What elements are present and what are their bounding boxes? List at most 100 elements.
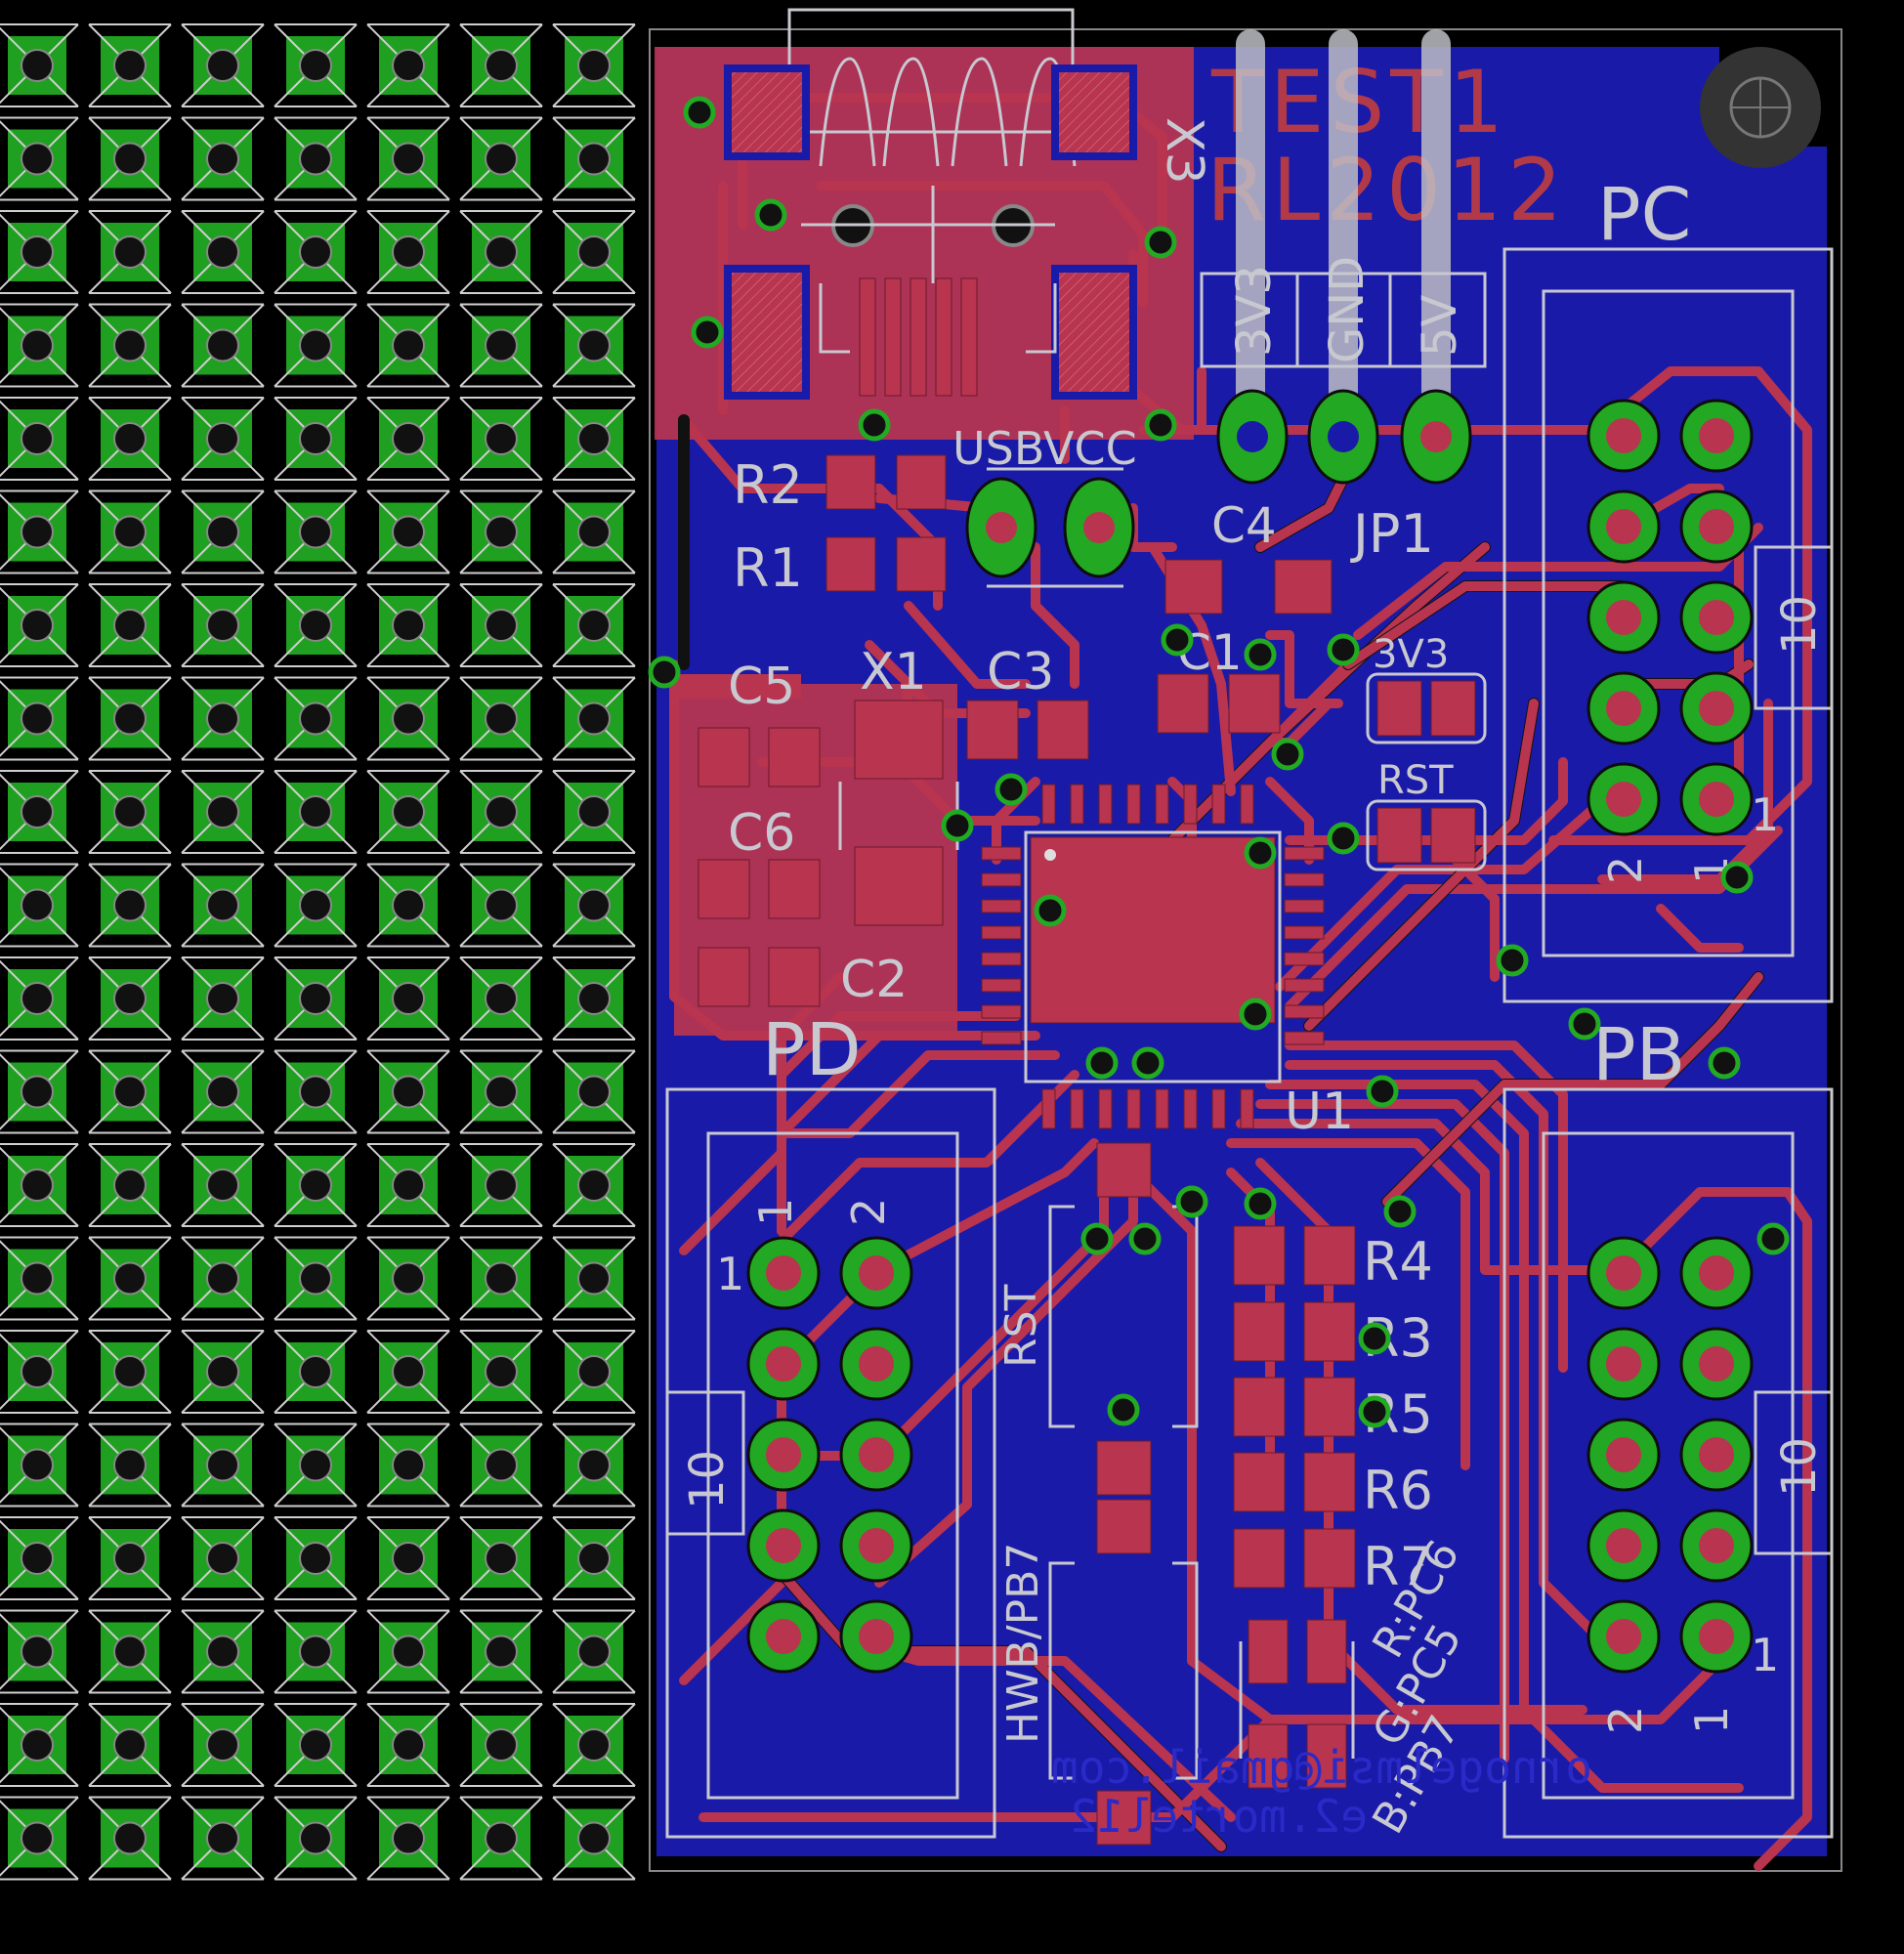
proto-pad [366, 1143, 450, 1227]
mcu-pin [1284, 1031, 1325, 1045]
mcu-pin [1284, 978, 1325, 993]
proto-pad [181, 1049, 265, 1134]
proto-pad [181, 1143, 265, 1227]
board-outline [649, 28, 1842, 1872]
proto-pad [88, 1796, 172, 1881]
solder-jumpers [1366, 672, 1487, 871]
proto-pad [0, 676, 79, 761]
proto-pad [274, 1423, 358, 1508]
header-pin [746, 1327, 821, 1401]
mcu-pin [981, 846, 1022, 861]
proto-pad [366, 303, 450, 388]
header-pin [1587, 1508, 1661, 1583]
proto-pad [88, 1236, 172, 1321]
label-c2: C2 [840, 951, 908, 1009]
proto-pad [181, 397, 265, 481]
proto-pad [0, 489, 79, 574]
proto-pad [274, 1703, 358, 1787]
proto-pad [366, 1049, 450, 1134]
mcu-pin [1070, 784, 1084, 825]
proto-pad [552, 1236, 636, 1321]
proto-pad [0, 863, 79, 948]
proto-pad [552, 1143, 636, 1227]
proto-pad [459, 1330, 543, 1414]
proto-pad [88, 303, 172, 388]
header-pin [1679, 399, 1754, 473]
label-r4: R4 [1363, 1231, 1433, 1293]
proto-pad [0, 1143, 79, 1227]
resistors-r3-r7 [1233, 1225, 1356, 1789]
proto-pad [88, 210, 172, 294]
proto-pad [181, 1796, 265, 1881]
proto-pad [459, 1423, 543, 1508]
mcu-pin [1240, 784, 1254, 825]
proto-pad [459, 1049, 543, 1134]
header-pin [746, 1236, 821, 1310]
mcu-pin [1126, 1088, 1141, 1129]
proto-pad [0, 1796, 79, 1881]
header-pin [1679, 1236, 1754, 1310]
via [1239, 998, 1272, 1031]
via [1756, 1222, 1790, 1255]
proto-pad [552, 1330, 636, 1414]
proto-pad [366, 489, 450, 574]
proto-pad [181, 116, 265, 201]
proto-pad [552, 116, 636, 201]
header-pin [839, 1327, 913, 1401]
label-u1: U1 [1285, 1083, 1354, 1141]
pc-pin1-label: 1 [1751, 788, 1779, 841]
proto-pad [552, 23, 636, 107]
connector-pc [1502, 247, 1834, 1003]
header-pin [1587, 1236, 1661, 1310]
via [1144, 408, 1177, 442]
board-subtitle: RL2012 [1206, 140, 1568, 240]
usbvcc-jumper [965, 467, 1135, 588]
usb-connector-label: X3 [1155, 117, 1213, 185]
proto-pad [552, 397, 636, 481]
header-pin [839, 1599, 913, 1674]
pin-5v-label: 5V [1413, 294, 1467, 357]
via [1244, 836, 1277, 870]
proto-pad [88, 23, 172, 107]
header-pin [1587, 671, 1661, 745]
proto-pad [366, 23, 450, 107]
proto-pad [552, 1796, 636, 1881]
header-pin [1679, 1418, 1754, 1492]
proto-pad [181, 1330, 265, 1414]
proto-pad [459, 956, 543, 1041]
via [941, 809, 974, 842]
mcu-pin [1284, 872, 1325, 887]
proto-pad [181, 1609, 265, 1694]
proto-pad [181, 770, 265, 854]
pb-pin10-label: 10 [1772, 1437, 1827, 1497]
via [1568, 1007, 1601, 1041]
mcu-pin [981, 1004, 1022, 1019]
via [1080, 1222, 1114, 1255]
proto-pad [366, 1516, 450, 1600]
proto-pad [274, 116, 358, 201]
proto-pad [88, 1423, 172, 1508]
proto-pad [366, 1796, 450, 1881]
proto-pad [366, 116, 450, 201]
via [1085, 1046, 1119, 1080]
proto-pad [552, 1049, 636, 1134]
proto-pad [0, 397, 79, 481]
via [1327, 822, 1360, 855]
proto-pad [274, 489, 358, 574]
proto-pad [181, 489, 265, 574]
header-pin [1679, 671, 1754, 745]
via [1366, 1075, 1399, 1108]
power-header [1200, 29, 1487, 485]
mcu-pin [1041, 1088, 1056, 1129]
pd-pin2-label: 2 [842, 1198, 895, 1226]
label-pb: PB [1592, 1013, 1685, 1097]
proto-pad [0, 583, 79, 667]
mcu-pin [1155, 784, 1169, 825]
proto-pad [0, 23, 79, 107]
via [1175, 1185, 1208, 1218]
vias [648, 96, 1790, 1428]
mirrored-email: ornogelmsi@gmail.com [1051, 1741, 1592, 1794]
proto-pad [0, 116, 79, 201]
label-x1: X1 [860, 643, 927, 701]
proto-pad [459, 23, 543, 107]
